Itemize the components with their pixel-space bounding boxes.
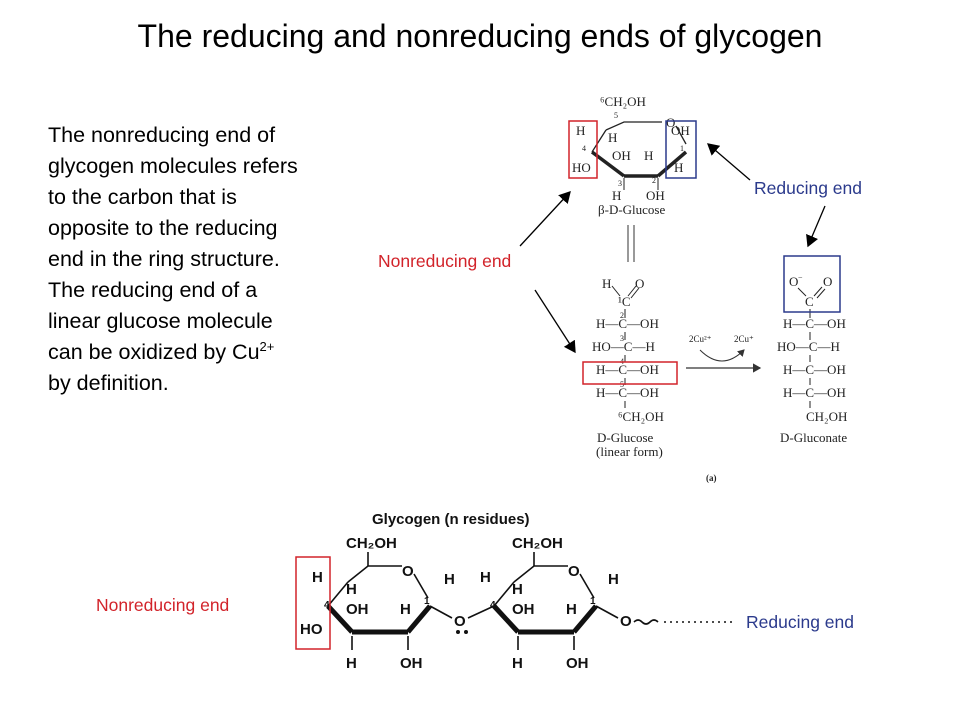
svg-text:H: H bbox=[644, 148, 653, 163]
svg-text:O: O bbox=[402, 563, 414, 580]
linear-glucose: H O ¹C H—C—OH 2 HO—C—H 3 H—C—OH 4 H—C—OH… bbox=[592, 276, 664, 459]
nonreducing-box-ring bbox=[568, 120, 598, 179]
reducing-box-ring bbox=[665, 120, 697, 179]
svg-text:H: H bbox=[444, 571, 455, 588]
panel-label-a: (a) bbox=[706, 473, 717, 483]
page-title: The reducing and nonreducing ends of gly… bbox=[137, 18, 823, 54]
svg-text:CH₂OH: CH₂OH bbox=[346, 535, 397, 552]
explanation-paragraph: The nonreducing end of glycogen molecule… bbox=[48, 120, 298, 399]
linear-glucose-name: D-Glucose bbox=[597, 430, 654, 445]
svg-text:⁶CH₂OH: ⁶CH₂OH bbox=[618, 409, 664, 424]
svg-text:H: H bbox=[512, 581, 523, 598]
svg-text:H: H bbox=[346, 581, 357, 598]
svg-text:H: H bbox=[566, 601, 577, 618]
svg-text:H: H bbox=[400, 601, 411, 618]
svg-text:3: 3 bbox=[618, 179, 622, 188]
svg-text:1: 1 bbox=[424, 596, 430, 607]
svg-text:H: H bbox=[346, 655, 357, 672]
svg-text:O: O bbox=[568, 563, 580, 580]
svg-text:O: O bbox=[454, 613, 466, 630]
svg-text:¹C: ¹C bbox=[618, 294, 631, 309]
reducing-end-label-top: Reducing end bbox=[754, 178, 862, 198]
paragraph-tail: by definition. bbox=[48, 371, 169, 395]
svg-text:H: H bbox=[512, 655, 523, 672]
svg-text:OH: OH bbox=[400, 655, 423, 672]
svg-text:2: 2 bbox=[620, 311, 624, 320]
svg-text:1: 1 bbox=[680, 144, 684, 153]
reducing-end-label-bottom: Reducing end bbox=[746, 612, 854, 632]
svg-text:5: 5 bbox=[614, 111, 618, 120]
svg-text:OH: OH bbox=[512, 601, 535, 618]
svg-text:O: O bbox=[823, 274, 832, 289]
svg-text:OH: OH bbox=[612, 148, 631, 163]
svg-text:HO—C—H: HO—C—H bbox=[777, 339, 840, 354]
svg-text:4: 4 bbox=[324, 600, 330, 611]
svg-text:H: H bbox=[312, 569, 323, 586]
nonreducing-end-label-mid: Nonreducing end bbox=[378, 251, 512, 271]
svg-text:CH₂OH: CH₂OH bbox=[512, 535, 563, 552]
linear-glucose-subtitle: (linear form) bbox=[596, 444, 663, 459]
glycogen-residue-1: CH₂OH O H 4 HO H OH H H 1 H OH bbox=[300, 535, 455, 672]
svg-text:CH₂OH: CH₂OH bbox=[806, 409, 847, 424]
svg-text:OH: OH bbox=[671, 123, 690, 138]
svg-text:O: O bbox=[666, 115, 675, 130]
svg-text:−: − bbox=[798, 273, 803, 282]
svg-text:4: 4 bbox=[582, 144, 586, 153]
svg-text:H: H bbox=[612, 188, 621, 203]
svg-text:H: H bbox=[576, 123, 585, 138]
gluconate: O − O C H—C—OH HO—C—H H—C—OH H—C—OH CH₂O… bbox=[777, 273, 847, 445]
arrow-reducing-to-gluconate bbox=[806, 205, 826, 248]
svg-text:O: O bbox=[789, 274, 798, 289]
beta-glucose-ring: ⁶CH₂OH 5 O H 4 HO H OH H OH 1 H 3 2 H OH… bbox=[572, 94, 690, 217]
beta-glucose-name: β-D-Glucose bbox=[598, 202, 665, 217]
svg-text:H: H bbox=[608, 130, 617, 145]
reagent-out: 2Cu⁺ bbox=[734, 334, 754, 344]
reagent-in: 2Cu²⁺ bbox=[689, 334, 712, 344]
arrow-nonreducing-to-ring bbox=[519, 191, 571, 247]
paragraph-superscript: 2+ bbox=[259, 338, 275, 354]
arrow-nonreducing-to-linear bbox=[534, 289, 576, 354]
svg-text:H—C—OH: H—C—OH bbox=[596, 385, 659, 400]
svg-text:OH: OH bbox=[566, 655, 589, 672]
nonreducing-end-label-bottom: Nonreducing end bbox=[96, 595, 230, 615]
svg-text:OH: OH bbox=[346, 601, 369, 618]
svg-text:1: 1 bbox=[590, 596, 596, 607]
svg-text:H: H bbox=[674, 160, 683, 175]
equilibrium-arrows bbox=[627, 225, 635, 262]
svg-text:HO: HO bbox=[300, 621, 323, 638]
svg-text:HO: HO bbox=[572, 160, 591, 175]
svg-text:H—C—OH: H—C—OH bbox=[783, 316, 846, 331]
svg-text:H—C—OH: H—C—OH bbox=[596, 362, 659, 377]
nonreducing-box-linear bbox=[582, 361, 678, 385]
svg-text:⁶CH₂OH: ⁶CH₂OH bbox=[600, 94, 646, 109]
svg-text:H—C—OH: H—C—OH bbox=[783, 362, 846, 377]
svg-text:4: 4 bbox=[490, 600, 496, 611]
gluconate-name: D-Gluconate bbox=[780, 430, 847, 445]
svg-text:C: C bbox=[805, 294, 814, 309]
svg-text:O: O bbox=[635, 276, 644, 291]
svg-text:2: 2 bbox=[652, 176, 656, 185]
svg-text:3: 3 bbox=[620, 334, 624, 343]
reducing-box-gluconate bbox=[783, 255, 841, 313]
svg-text:H: H bbox=[602, 276, 611, 291]
svg-text:O: O bbox=[620, 613, 632, 630]
paragraph-main: The nonreducing end of glycogen molecule… bbox=[48, 123, 298, 364]
glycosidic-linkage: O bbox=[429, 605, 495, 634]
arrow-reducing-to-ring bbox=[707, 143, 751, 181]
svg-text:H: H bbox=[480, 569, 491, 586]
svg-text:H: H bbox=[608, 571, 619, 588]
svg-text:H—C—OH: H—C—OH bbox=[596, 316, 659, 331]
glycogen-residue-2: CH₂OH O H 4 H OH H H 1 H OH O bbox=[480, 535, 736, 672]
oxidation-reaction-arrow: 2Cu²⁺ 2Cu⁺ bbox=[686, 334, 762, 373]
nonreducing-box-glycogen bbox=[295, 556, 331, 650]
svg-text:H—C—OH: H—C—OH bbox=[783, 385, 846, 400]
glycogen-heading: Glycogen (n residues) bbox=[372, 511, 530, 528]
svg-text:HO—C—H: HO—C—H bbox=[592, 339, 655, 354]
svg-text:OH: OH bbox=[646, 188, 665, 203]
